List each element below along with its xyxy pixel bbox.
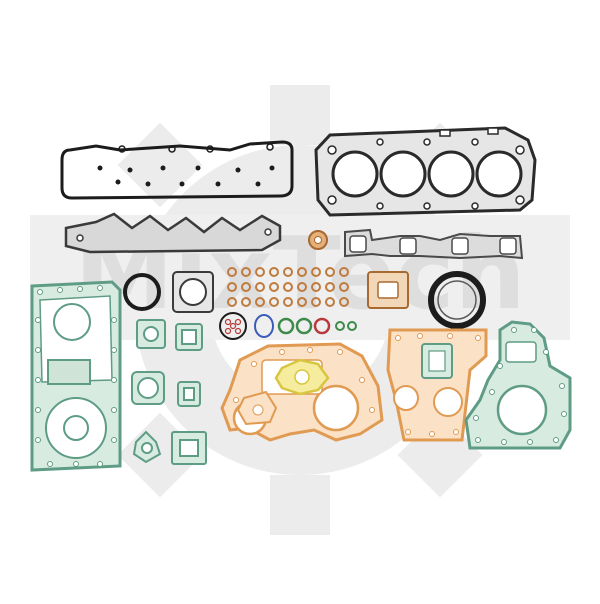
yellow-gasket (274, 358, 330, 396)
flywheel-housing-gasket-green (464, 320, 572, 450)
rear-plate-gasket-orange (386, 328, 488, 442)
o-rings (219, 312, 357, 340)
manifold-gasket-steel (64, 212, 282, 254)
copper-washers-grid (227, 267, 349, 307)
thermostat-gasket-green (421, 343, 453, 379)
copper-washer-single (308, 230, 328, 250)
cylinder-head-gasket (314, 126, 537, 217)
oil-seal-right (428, 271, 486, 329)
valve-cover-gasket (60, 140, 294, 200)
square-housing-gasket (172, 271, 214, 313)
exhaust-manifold-gasket (344, 228, 524, 260)
small-orange-gasket (236, 390, 278, 426)
copper-square-gasket (367, 271, 409, 309)
oil-seal-left (123, 273, 161, 311)
small-green-gaskets (131, 319, 207, 465)
oil-pan-gasket-green (30, 280, 122, 472)
